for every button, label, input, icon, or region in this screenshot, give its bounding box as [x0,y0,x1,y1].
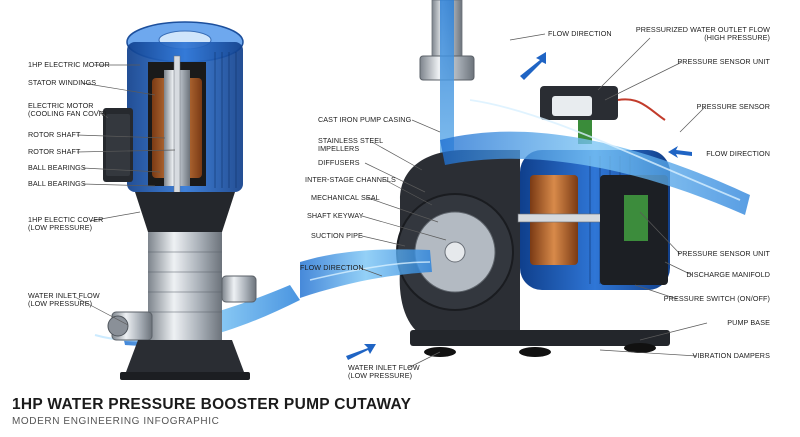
label-stator-windings: STATOR WINDINGS [28,78,97,87]
label-pump-base: PUMP BASE [727,318,770,327]
label-shaft-keyway: SHAFT KEYWAY [307,211,364,220]
label-pressure-sensor-unit-top: PRESSURE SENSOR UNIT [677,57,770,66]
label-1hp-electric-motor: 1HP ELECTRIC MOTOR [28,60,110,69]
label-suction-pipe: SUCTION PIPE [311,231,363,240]
vertical-pump [94,21,300,380]
label-vibration-dampers: VIBRATION DAMPERS [692,351,770,360]
label-ball-bearings-1: BALL BEARINGS [28,163,86,172]
label-electric-motor-fan-cover: ELECTRIC MOTOR(COOLING FAN COVR) [28,101,107,119]
label-flow-direction-right: FLOW DIRECTION [706,149,770,158]
leader-lines [74,33,708,369]
label-pressure-sensor-unit-bottom: PRESSURE SENSOR UNIT [677,249,770,258]
label-1hp-electic-cover: 1HP ELECTIC COVER(LOW PRESSURE) [28,215,104,233]
page-subtitle: MODERN ENGINEERING INFOGRAPHIC [12,416,220,427]
label-ball-bearings-2: BALL BEARINGS [28,179,86,188]
label-cast-iron-pump-casing: CAST IRON PUMP CASING [318,115,412,124]
label-water-inlet-flow-left: WATER INLET FLOW(LOW PRESSURE) [28,291,100,309]
page-title: 1HP WATER PRESSURE BOOSTER PUMP CUTAWAY [12,396,412,413]
label-pressure-switch: PRESSURE SWITCH (ON/OFF) [663,294,770,303]
label-water-inlet-flow-center: WATER INLET FLOW(LOW PRESSURE) [348,363,420,381]
label-rotor-shaft-1: ROTOR SHAFT [28,130,81,139]
horizontal-pump [300,0,750,360]
label-inter-stage-channels: INTER-STAGE CHANNELS [305,175,396,184]
label-diffusers: DIFFUSERS [318,158,360,167]
label-rotor-shaft-2: ROTOR SHAFT [28,147,81,156]
label-mechanical-seal: MECHANICAL SEAL [311,193,380,202]
label-pressurized-water-outlet: PRESSURIZED WATER OUTLET FLOW(HIGH PRESS… [635,25,770,43]
label-flow-direction-top: FLOW DIRECTION [548,29,612,38]
label-pressure-sensor: PRESSURE SENSOR [696,102,770,111]
label-discharge-manifold: DISCHARGE MANIFOLD [686,270,770,279]
label-flow-direction-center: FLOW DIRECTION [300,263,364,272]
